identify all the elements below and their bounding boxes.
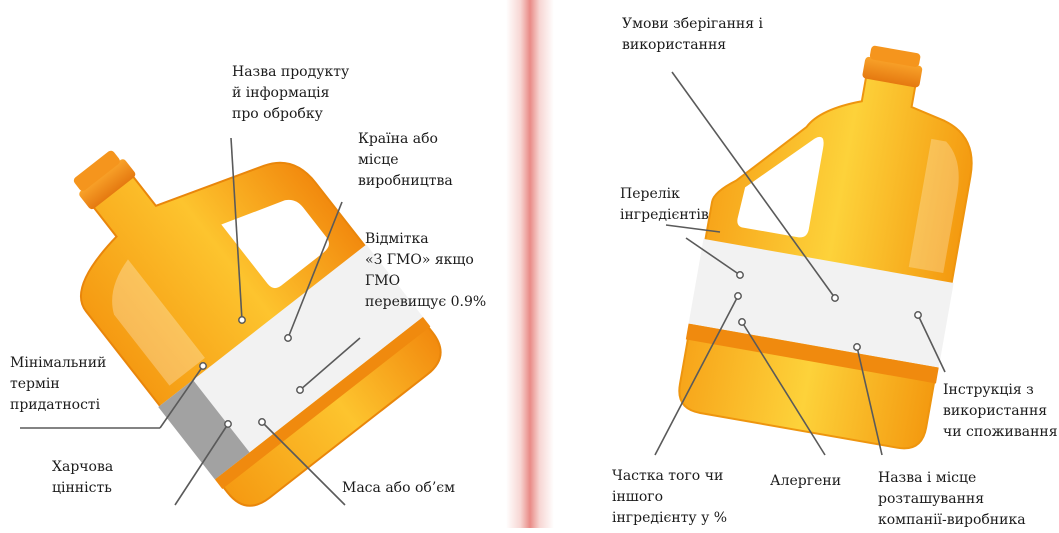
label-allergens: Алергени [770,471,841,492]
label-line: Назва продукту [232,62,349,83]
label-line: придатності [10,395,106,416]
label-nutrition: Харчова цінність [52,457,113,499]
label-line: виробництва [358,171,453,192]
label-gmo: Відмітка «З ГМО» якщо ГМО перевищує 0.9% [365,229,486,313]
label-line: використання [622,35,763,56]
label-min-term: Мінімальний термін придатності [10,353,106,416]
label-line: Харчова [52,457,113,478]
label-line: Мінімальний [10,353,106,374]
label-ingredients: Перелік інгредієнтів [620,184,709,226]
label-share: Частка того чи іншого інгредієнту у % [612,466,727,529]
label-line: й інформація [232,83,349,104]
label-line: Маса або об’єм [342,478,455,499]
label-line: інгредієнтів [620,205,709,226]
label-line: Інструкція з [943,380,1058,401]
label-line: перевищує 0.9% [365,292,486,313]
label-company: Назва і місце розташування компанії-виро… [878,468,1026,531]
label-line: термін [10,374,106,395]
label-instructions: Інструкція з використання чи споживання [943,380,1058,443]
label-product-name: Назва продукту й інформація про обробку [232,62,349,125]
label-line: Перелік [620,184,709,205]
label-storage: Умови зберігання і використання [622,14,763,56]
label-line: іншого [612,487,727,508]
label-line: Відмітка [365,229,486,250]
center-divider [506,0,554,528]
label-line: місце [358,150,453,171]
label-line: Частка того чи [612,466,727,487]
label-line: розташування [878,489,1026,510]
label-line: Країна або [358,129,453,150]
label-line: про обробку [232,104,349,125]
label-line: цінність [52,478,113,499]
label-line: «З ГМО» якщо [365,250,486,271]
label-line: ГМО [365,271,486,292]
label-line: інгредієнту у % [612,508,727,529]
label-line: Умови зберігання і [622,14,763,35]
label-line: чи споживання [943,422,1058,443]
label-mass: Маса або об’єм [342,478,455,499]
label-line: Назва і місце [878,468,1026,489]
label-country: Країна або місце виробництва [358,129,453,192]
label-line: використання [943,401,1058,422]
label-line: Алергени [770,471,841,492]
